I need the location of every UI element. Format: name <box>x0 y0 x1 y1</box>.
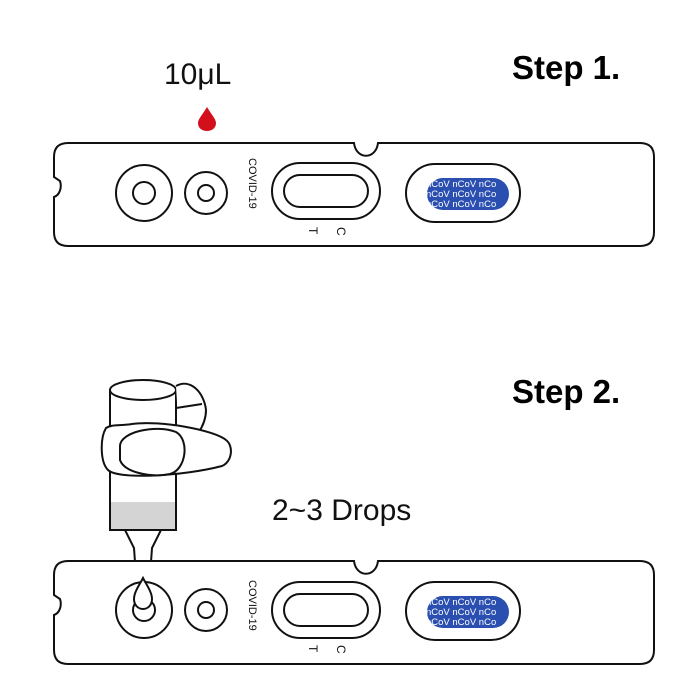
control-line-mark: C <box>334 227 348 236</box>
buffer-well <box>184 171 228 215</box>
sample-volume-label: 10μL <box>164 58 231 91</box>
step-2-section: Step 2. 2~3 Drops <box>53 373 655 665</box>
ncov-label-line: nCoV nCoV nCo <box>426 597 496 608</box>
drops-count-label: 2~3 Drops <box>272 494 411 527</box>
cassette-brand-label: COVID-19 <box>246 580 258 631</box>
buffer-drop-icon <box>132 575 154 611</box>
label-window: nCoV nCoV nCo nCoV nCoV nCo nCoV nCoV nC… <box>405 581 521 641</box>
ncov-label-line: nCoV nCoV nCo <box>426 607 496 618</box>
step-1-label: Step 1. <box>512 49 620 86</box>
sample-well <box>115 164 173 222</box>
ncov-label-line: nCoV nCoV nCo <box>426 617 496 628</box>
label-window: nCoV nCoV nCo nCoV nCoV nCo nCoV nCoV nC… <box>405 163 521 223</box>
test-cassette-2: COVID-19 C T nCoV nCoV nCo nCoV nCoV nCo… <box>53 560 655 665</box>
test-line-mark: T <box>306 645 320 653</box>
cassette-brand-label: COVID-19 <box>246 158 258 209</box>
test-cassette-1: COVID-19 C T nCoV nCoV nCo nCoV nCoV nCo… <box>53 142 655 247</box>
dropper-bottle-with-hand-icon <box>100 379 232 563</box>
test-line-mark: T <box>306 227 320 235</box>
blood-drop-icon <box>198 107 216 131</box>
step-2-label: Step 2. <box>512 373 620 410</box>
ncov-label-line: nCoV nCoV nCo <box>426 179 496 190</box>
result-window <box>271 162 381 220</box>
ncov-label-line: nCoV nCoV nCo <box>426 189 496 200</box>
result-window <box>271 581 381 639</box>
control-line-mark: C <box>334 645 348 654</box>
ncov-label-line: nCoV nCoV nCo <box>426 199 496 210</box>
step-1-section: Step 1. 10μL COVID-19 C T <box>53 49 655 247</box>
buffer-well <box>184 588 228 632</box>
